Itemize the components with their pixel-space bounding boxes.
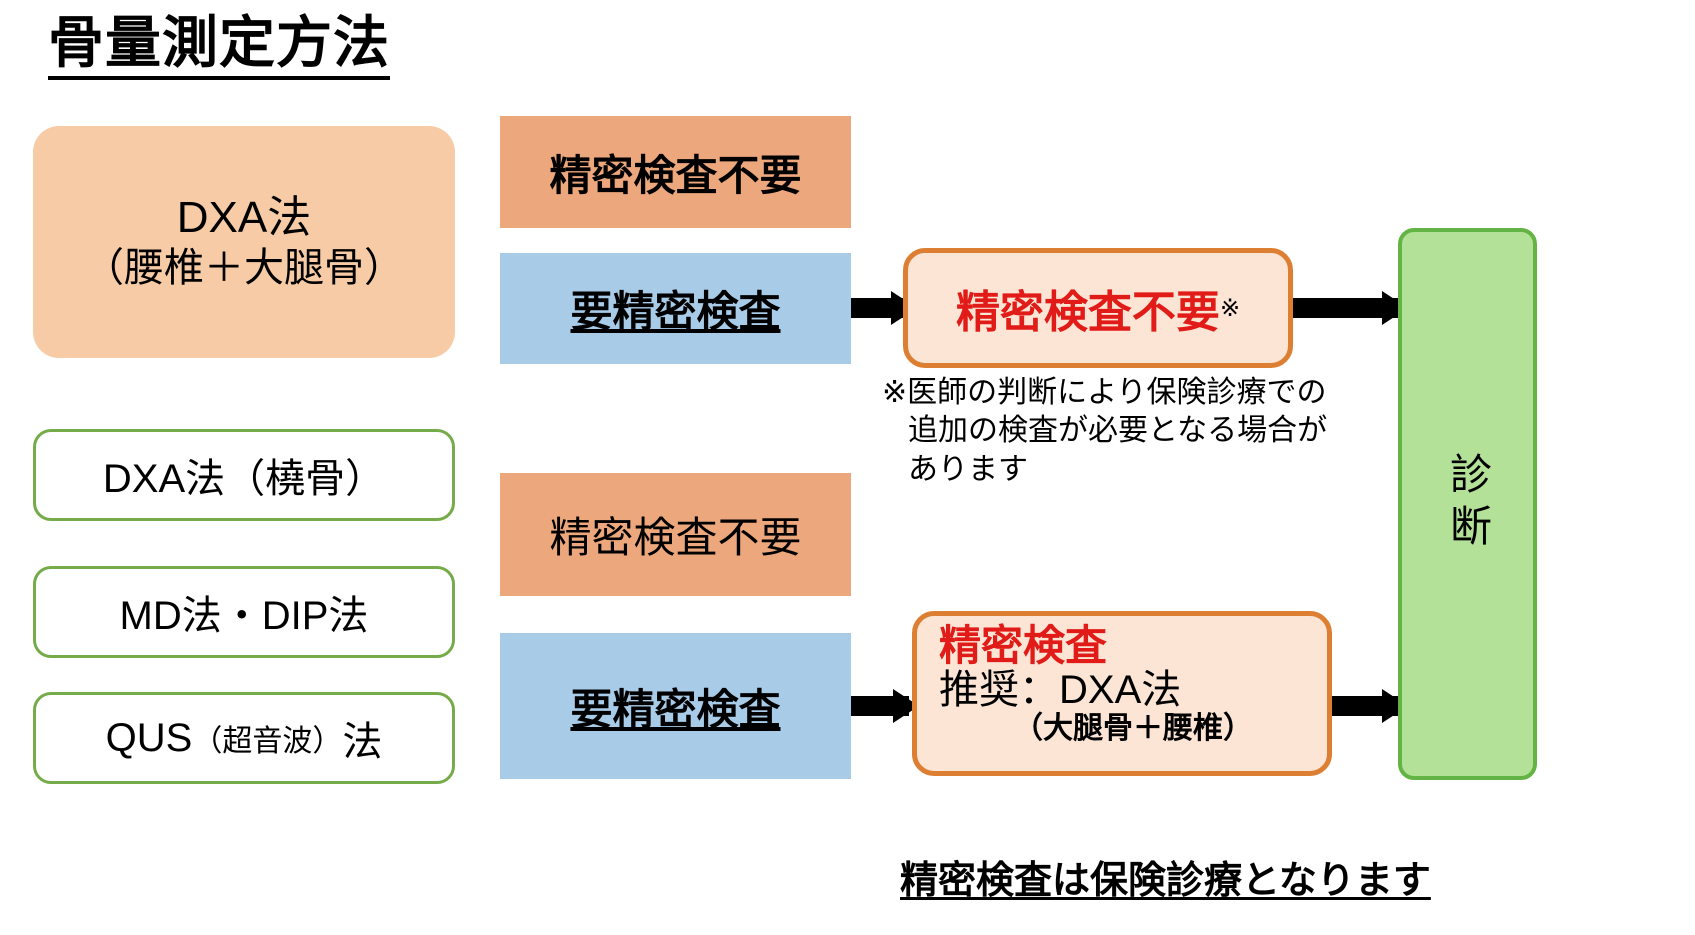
method-card-dxa-primary: DXA法 （腰椎＋大腿骨） [33,126,455,358]
result-band-need-detail-exam-upper: 要精密検査 [500,253,851,364]
arrow-shaft [1290,298,1402,318]
method-card-qus: QUS（超音波）法 [33,692,455,784]
footnote-line-3: あります [908,452,1028,486]
callout-recommendation: 推奨：DXA法 [939,667,1182,712]
footnote-line-1: ※医師の判断により保険診療での [882,376,1327,409]
method-md-dip-label: MD法・DIP法 [119,594,369,638]
diagnosis-box: 診断 [1398,228,1537,780]
callout-headline: 精密検査不要 [955,288,1220,337]
reference-mark-icon: ※ [1219,294,1241,322]
method-dxa-radius-paren: （橈骨） [225,457,386,501]
diagnosis-label: 診断 [1444,452,1492,556]
callout-sites: （大腿骨＋腰椎） [1013,711,1253,745]
arrow-right-icon [851,689,919,723]
method-card-md-dip: MD法・DIP法 [33,566,455,658]
arrow-right-icon [1290,291,1408,325]
result-band-need-detail-exam-lower: 要精密検査 [500,633,851,779]
result-label: 要精密検査 [570,288,781,335]
result-label: 精密検査不要 [549,514,802,561]
method-qus-suffix: 法 [342,720,383,764]
footnote-note: ※医師の判断により保険診療での 追加の検査が必要となる場合が あります [882,374,1327,489]
method-qus-prefix: QUS [105,715,193,760]
method-card-dxa-radius: DXA法（橈骨） [33,429,455,521]
method-dxa-sites: （腰椎＋大腿骨） [84,246,404,291]
result-band-no-detail-exam-upper: 精密検査不要 [500,116,851,228]
callout-no-detail-exam: 精密検査不要※ [903,248,1293,368]
result-label: 要精密検査 [570,685,781,733]
method-dxa-name: DXA法 [176,192,312,242]
page-title: 骨量測定方法 [48,12,390,80]
callout-detail-exam: 精密検査 推奨：DXA法 （大腿骨＋腰椎） [912,611,1332,776]
insurance-caption: 精密検査は保険診療となります [900,860,1431,902]
arrow-right-icon [851,291,917,325]
result-label: 精密検査不要 [549,151,802,199]
arrow-right-icon [1332,689,1408,723]
callout-headline: 精密検査 [939,622,1108,669]
footnote-line-2: 追加の検査が必要となる場合が [908,414,1328,448]
result-band-no-detail-exam-lower: 精密検査不要 [500,473,851,596]
method-qus-paren: （超音波） [192,725,343,758]
method-dxa-radius-main: DXA法 [102,457,226,501]
